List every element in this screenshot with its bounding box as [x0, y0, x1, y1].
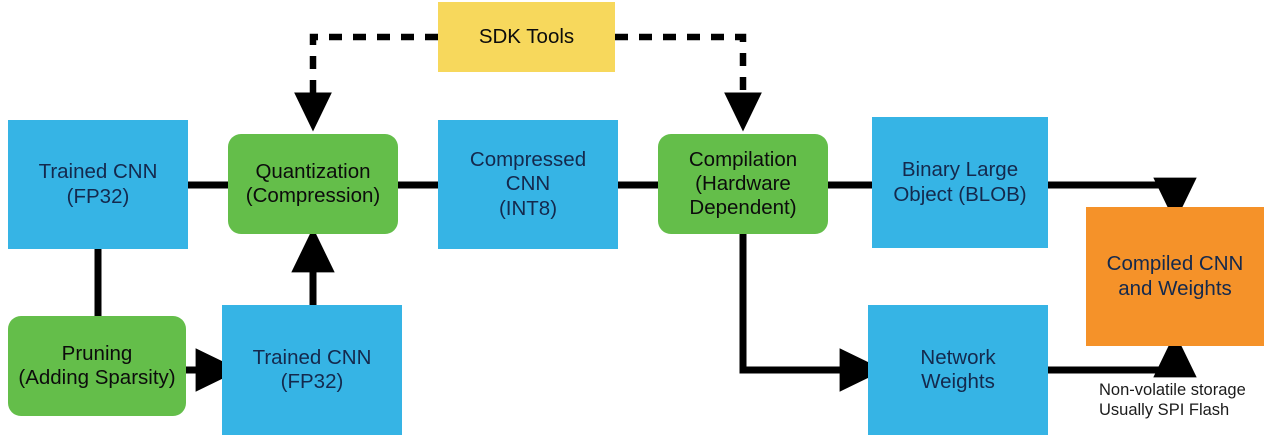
- storage-note-caption: Non-volatile storage Usually SPI Flash: [1099, 381, 1246, 419]
- node-label: Pruning (Adding Sparsity): [18, 341, 176, 389]
- node-label: Trained CNN (FP32): [252, 345, 372, 393]
- node-network-weights[interactable]: Network Weights: [868, 305, 1048, 435]
- node-label: Trained CNN (FP32): [38, 160, 158, 208]
- edge-network-weights-to-compiled-cnn: [1048, 332, 1197, 378]
- node-label: Compiled CNN and Weights: [1106, 252, 1244, 300]
- node-quantization[interactable]: Quantization (Compression): [228, 134, 398, 234]
- node-label: Network Weights: [920, 345, 996, 393]
- node-compilation[interactable]: Compilation (Hardware Dependent): [658, 134, 828, 234]
- node-compressed-cnn[interactable]: Compressed CNN (INT8): [438, 120, 618, 249]
- node-label: Compilation (Hardware Dependent): [688, 147, 798, 220]
- node-label: Quantization (Compression): [245, 159, 381, 207]
- node-label: SDK Tools: [478, 24, 575, 48]
- node-binary-large-object[interactable]: Binary Large Object (BLOB): [872, 117, 1048, 248]
- edge-sdk-tools-to-quantization: [294, 33, 438, 132]
- node-pruning[interactable]: Pruning (Adding Sparsity): [8, 316, 186, 416]
- edge-sdk-tools-to-compilation: [615, 33, 762, 132]
- node-compiled-cnn-and-weights[interactable]: Compiled CNN and Weights: [1086, 207, 1264, 346]
- node-sdk-tools[interactable]: SDK Tools: [438, 2, 615, 72]
- node-trained-cnn-bottom[interactable]: Trained CNN (FP32): [222, 305, 402, 435]
- node-label: Compressed CNN (INT8): [469, 148, 587, 220]
- node-label: Binary Large Object (BLOB): [893, 158, 1027, 206]
- node-trained-cnn-top[interactable]: Trained CNN (FP32): [8, 120, 188, 249]
- edge-blob-to-compiled-cnn: [1048, 177, 1197, 223]
- edge-compilation-to-network-weights: [739, 234, 885, 392]
